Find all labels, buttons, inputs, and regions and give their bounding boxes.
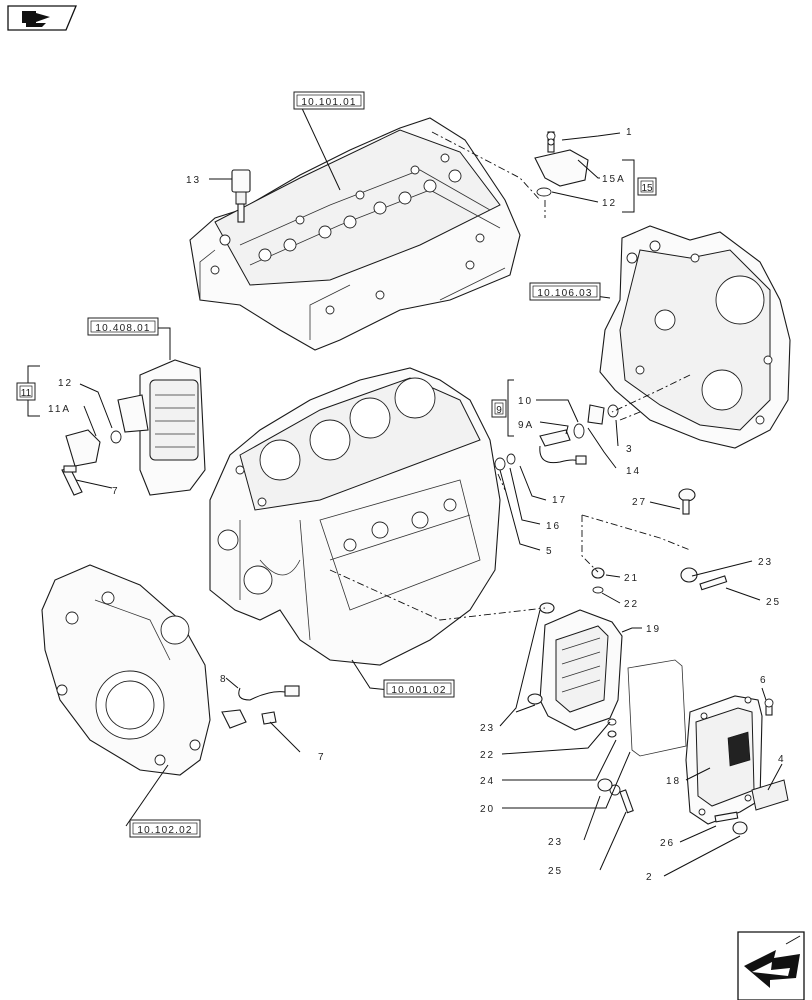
callout-5: 5	[546, 546, 554, 557]
front-cover	[41, 564, 211, 776]
callout-7: 7	[318, 752, 326, 763]
gasket	[627, 659, 687, 757]
group-box-9[interactable]: 9	[491, 399, 507, 418]
callout-23: 23	[548, 837, 563, 848]
callout-15A: 15A	[602, 174, 626, 185]
callout-25: 25	[766, 597, 781, 608]
callout-12: 12	[602, 198, 617, 209]
callout-4: 4	[778, 754, 786, 765]
assembly-lines	[329, 131, 691, 621]
group-label: 15	[641, 183, 653, 194]
callout-6: 6	[760, 675, 768, 686]
callout-10: 10	[518, 396, 533, 407]
callout-24: 24	[480, 776, 495, 787]
callout-27: 27	[632, 497, 647, 508]
cover-4	[751, 779, 789, 811]
bolts	[63, 138, 774, 835]
callout-9A: 9A	[518, 420, 534, 431]
ecu-18	[685, 695, 763, 825]
callout-17: 17	[552, 495, 567, 506]
ref-label: 10.102.02	[137, 825, 192, 836]
crank-sensor-8	[221, 685, 300, 729]
ref-box-filter[interactable]: 10.408.01	[87, 317, 159, 336]
ref-label: 10.101.01	[301, 97, 356, 108]
callout-21: 21	[624, 573, 639, 584]
callout-12: 12	[58, 378, 73, 389]
callouts: 1 15A 12 13 12 11A 7 10 9A 3 14 17 16 5 …	[48, 127, 786, 883]
group-box-11[interactable]: 11	[16, 382, 36, 401]
callout-25: 25	[548, 866, 563, 877]
callout-26: 26	[660, 838, 675, 849]
page-turn-arrow-icon[interactable]	[737, 931, 805, 1000]
pressure-sensor-15A	[534, 131, 589, 197]
group-box-15[interactable]: 15	[637, 177, 657, 196]
callout-23: 23	[758, 557, 773, 568]
callout-13: 13	[186, 175, 201, 186]
ref-box-head[interactable]: 10.101.01	[293, 91, 365, 110]
callout-7: 7	[112, 486, 120, 497]
ref-label: 10.001.02	[391, 685, 446, 696]
ref-box-timing-case[interactable]: 10.106.03	[529, 282, 601, 301]
engine-block	[209, 367, 501, 666]
ref-box-front-cover[interactable]: 10.102.02	[129, 819, 201, 838]
book-flag-icon[interactable]	[7, 5, 77, 31]
cylinder-head	[189, 117, 521, 351]
callout-23: 23	[480, 723, 495, 734]
ref-label: 10.408.01	[95, 323, 150, 334]
callout-11A: 11A	[48, 404, 71, 415]
sensor-11A	[61, 429, 122, 496]
ref-box-block[interactable]: 10.001.02	[383, 679, 455, 698]
callout-16: 16	[546, 521, 561, 532]
group-label: 11	[21, 388, 32, 399]
callout-2: 2	[646, 872, 654, 883]
ref-label: 10.106.03	[537, 288, 592, 299]
callout-20: 20	[480, 804, 495, 815]
callout-14: 14	[626, 466, 641, 477]
callout-22: 22	[624, 599, 639, 610]
bracket-27	[678, 488, 696, 515]
timing-case	[599, 225, 791, 449]
callout-19: 19	[646, 624, 661, 635]
temp-sensor-group	[494, 404, 619, 471]
callout-18: 18	[666, 776, 681, 787]
callout-3: 3	[626, 444, 634, 455]
oil-filter-housing	[117, 359, 206, 496]
ecu-mount-frame-19	[527, 567, 623, 738]
callout-8: 8	[220, 674, 228, 685]
group-label: 9	[496, 405, 502, 416]
callout-1: 1	[626, 127, 634, 138]
callout-22: 22	[480, 750, 495, 761]
sensor-13	[231, 169, 251, 223]
